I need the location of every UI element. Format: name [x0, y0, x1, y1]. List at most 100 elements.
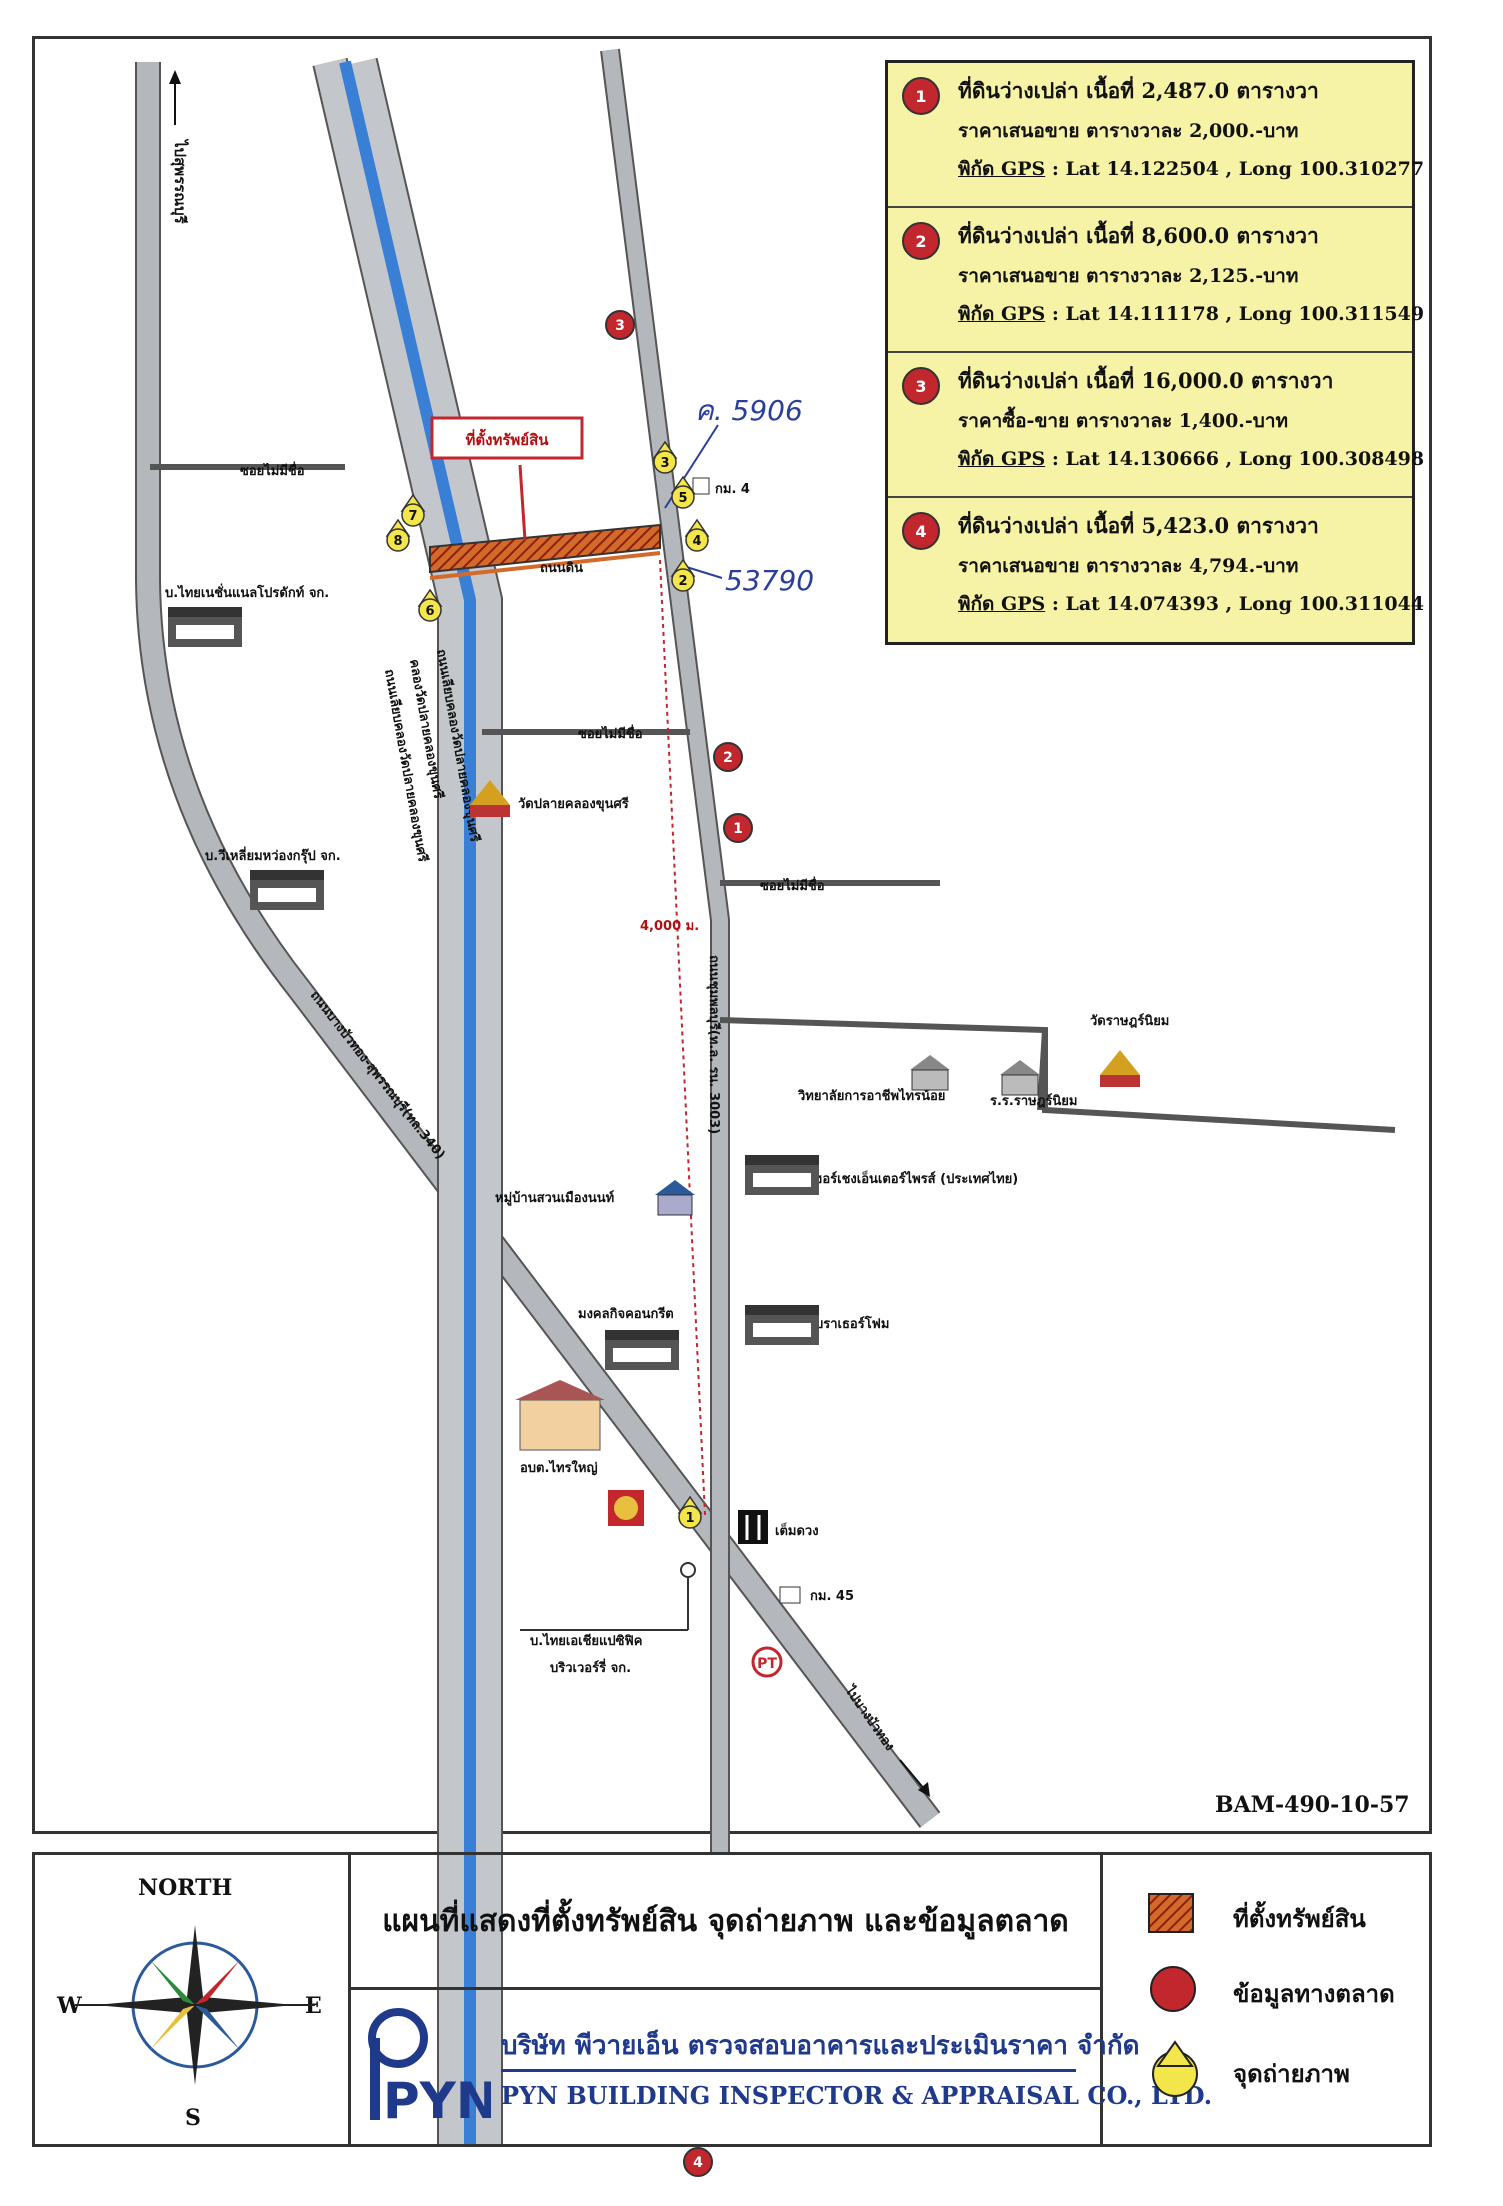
side-sois	[150, 464, 1396, 1133]
college-label: วิทยาลัยการอาชีพไทรน้อย	[797, 1087, 945, 1104]
gps-value: : Lat 14.130666 , Long 100.308498	[1051, 448, 1425, 470]
distance-label: 4,000 ม.	[640, 919, 699, 934]
km-marker-icon	[779, 1586, 801, 1604]
info-line-1: ที่ดินว่างเปล่า เนื้อที่ 2,487.0 ตารางวา	[958, 78, 1319, 103]
info-line-2: ราคาเสนอขาย ตารางวาละ 2,000.-บาท	[958, 120, 1299, 142]
legend-label: ข้อมูลทางตลาด	[1233, 1979, 1395, 2008]
market-circle-icon	[1150, 1966, 1196, 2012]
info-line-2: ราคาเสนอขาย ตารางวาละ 4,794.-บาท	[958, 555, 1299, 577]
factory-icon	[605, 1330, 679, 1370]
legend-row-property: ที่ตั้งทรัพย์สิน	[1103, 1885, 1429, 1945]
highway-340-label: ถนนบางบัวทอง-สุพรรณบุรี(ทล.340)	[307, 988, 449, 1163]
legend-label: จุดถ่ายภาพ	[1233, 2059, 1350, 2088]
property-hatch-icon	[1148, 1893, 1194, 1933]
market-markers: 3 2 1 4	[605, 310, 753, 2177]
school-icon	[1000, 1060, 1040, 1096]
government-building-icon	[515, 1380, 605, 1451]
company-divider	[501, 2069, 1076, 2072]
info-line-3: พิกัด GPS : Lat 14.074393 , Long 100.311…	[958, 589, 1424, 619]
factory-icon	[250, 870, 324, 910]
photo-marker-number: 3	[660, 456, 669, 471]
photo-markers: 1 2 3 4 5 6 78	[385, 440, 710, 1529]
market-marker-number: 3	[615, 318, 625, 334]
to-bbt-arrow	[899, 1759, 926, 1791]
brewery-label-2: บริวเวอร์รี่ จก.	[550, 1658, 631, 1676]
gps-label: พิกัด GPS	[958, 448, 1046, 470]
route-3003-label: ถนนชุมพลบุรี(ท.ล. รน. 3003)	[706, 955, 722, 1134]
title-cell: แผนที่แสดงที่ตั้งทรัพย์สิน จุดถ่ายภาพ แล…	[351, 1855, 1212, 2144]
map-frame	[32, 36, 1432, 1834]
legend-row-photo: จุดถ่ายภาพ	[1103, 2040, 1429, 2100]
km4-label: กม. 4	[715, 482, 750, 497]
photo-point-marker: 5	[670, 475, 696, 509]
map-title: แผนที่แสดงที่ตั้งทรัพย์สิน จุดถ่ายภาพ แล…	[351, 1855, 1100, 1990]
property-label: ที่ตั้งทรัพย์สิน	[466, 428, 550, 449]
photo-point-marker: 2	[670, 558, 696, 592]
photo-marker-number: 8	[393, 534, 402, 549]
photo-point-marker: 3	[652, 440, 678, 474]
market-marker-number: 1	[733, 821, 743, 837]
photo-marker-number: 7	[408, 509, 417, 524]
gps-value: : Lat 14.074393 , Long 100.311044	[1051, 593, 1425, 615]
market-marker-icon: 4	[902, 512, 940, 550]
market-data-marker: 3	[605, 310, 635, 340]
to-bbt-arrowhead	[918, 1782, 930, 1797]
gps-label: พิกัด GPS	[958, 593, 1046, 615]
distance-line: 4,000 ม.	[640, 559, 706, 1516]
document-id: BAM-490-10-57	[1215, 1792, 1410, 1818]
photo-marker-number: 6	[425, 604, 434, 619]
road-3003	[600, 48, 730, 1855]
info-line-2: ราคาเสนอขาย ตารางวาละ 2,125.-บาท	[958, 265, 1299, 287]
road-suphan	[135, 62, 941, 1828]
market-marker-number: 4	[693, 2155, 703, 2171]
km45-label: กม. 45	[810, 1589, 854, 1604]
temple-label-rat: วัดราษฎร์นิยม	[1090, 1013, 1169, 1029]
office-label: อบต.ไทรใหญ่	[520, 1459, 598, 1476]
house-icon	[655, 1180, 695, 1216]
legend-row-market: ข้อมูลทางตลาด	[1103, 1960, 1429, 2020]
small-road-label: ถนนดิน	[540, 561, 583, 576]
photo-marker-number: 4	[692, 534, 701, 549]
school-label: ร.ร.ราษฎร์นิยม	[990, 1093, 1077, 1109]
legend: ที่ตั้งทรัพย์สิน ข้อมูลทางตลาด จุดถ่ายภา…	[1103, 1855, 1429, 2144]
compass-south-label: S	[185, 2105, 201, 2131]
photo-point-marker: 7	[400, 493, 426, 527]
market-data-marker: 2	[713, 742, 743, 772]
soi-label-1: ซอยไม่มีชื่อ	[240, 461, 305, 479]
company-label-square: บ.วีเหลี่ยมหว่องกรุ๊ป จก.	[205, 846, 341, 864]
to-suphan-label: ไปสุพรรณบุรี	[170, 138, 190, 225]
handwritten-note-2: 53790	[725, 564, 814, 597]
gps-value: : Lat 14.122504 , Long 100.310277	[1051, 158, 1425, 180]
village-label: หมู่บ้านสวนเมืองนนท์	[495, 1190, 614, 1206]
photo-marker-number: 1	[685, 1511, 694, 1526]
info-line-3: พิกัด GPS : Lat 14.130666 , Long 100.308…	[958, 444, 1424, 474]
market-info-item: 2 ที่ดินว่างเปล่า เนื้อที่ 8,600.0 ตาราง…	[888, 208, 1424, 353]
market-info-box: 1 ที่ดินว่างเปล่า เนื้อที่ 2,487.0 ตาราง…	[885, 60, 1424, 645]
photo-point-marker: 4	[684, 518, 710, 552]
market-marker-icon: 3	[902, 367, 940, 405]
compass-north-label: NORTH	[138, 1875, 233, 1901]
company-logo-icon: PYN	[368, 2008, 491, 2130]
compass-cell: NORTH W E S	[35, 1855, 351, 2144]
photo-point-marker: 6	[417, 588, 443, 622]
km-marker-icon	[692, 477, 710, 495]
photo-point-marker: 1	[677, 1495, 703, 1529]
market-data-marker: 4	[683, 2147, 713, 2177]
restaurant-icon	[738, 1510, 768, 1544]
market-info-item: 3 ที่ดินว่างเปล่า เนื้อที่ 16,000.0 ตารา…	[888, 353, 1424, 498]
soi-label-2: ซอยไม่มีชื่อ	[578, 724, 643, 742]
info-line-3: พิกัด GPS : Lat 14.122504 , Long 100.310…	[958, 154, 1424, 184]
legend-label: ที่ตั้งทรัพย์สิน	[1233, 1904, 1366, 1933]
logo-text: PYN	[383, 2072, 491, 2130]
temple-icon	[1100, 1050, 1140, 1087]
compass-rose-icon	[75, 1925, 315, 2085]
company-label-mongkol: มงคลกิจคอนกรีต	[578, 1306, 674, 1322]
market-info-item: 4 ที่ดินว่างเปล่า เนื้อที่ 5,423.0 ตาราง…	[888, 498, 1424, 643]
company-label-brother: บราเธอร์โฟม	[815, 1315, 889, 1332]
property-location: ที่ตั้งทรัพย์สิน ถนนดิน	[429, 416, 661, 580]
soi-label-3: ซอยไม่มีชื่อ	[760, 876, 825, 894]
info-line-2: ราคาซื้อ-ขาย ตารางวาละ 1,400.-บาท	[958, 410, 1289, 432]
title-block: NORTH W E S แผนที่แสดงที่ตั้งทรัพย์สิน จ…	[32, 1852, 1432, 2147]
company-name-english: PYN BUILDING INSPECTOR & APPRAISAL CO., …	[501, 2081, 1213, 2110]
